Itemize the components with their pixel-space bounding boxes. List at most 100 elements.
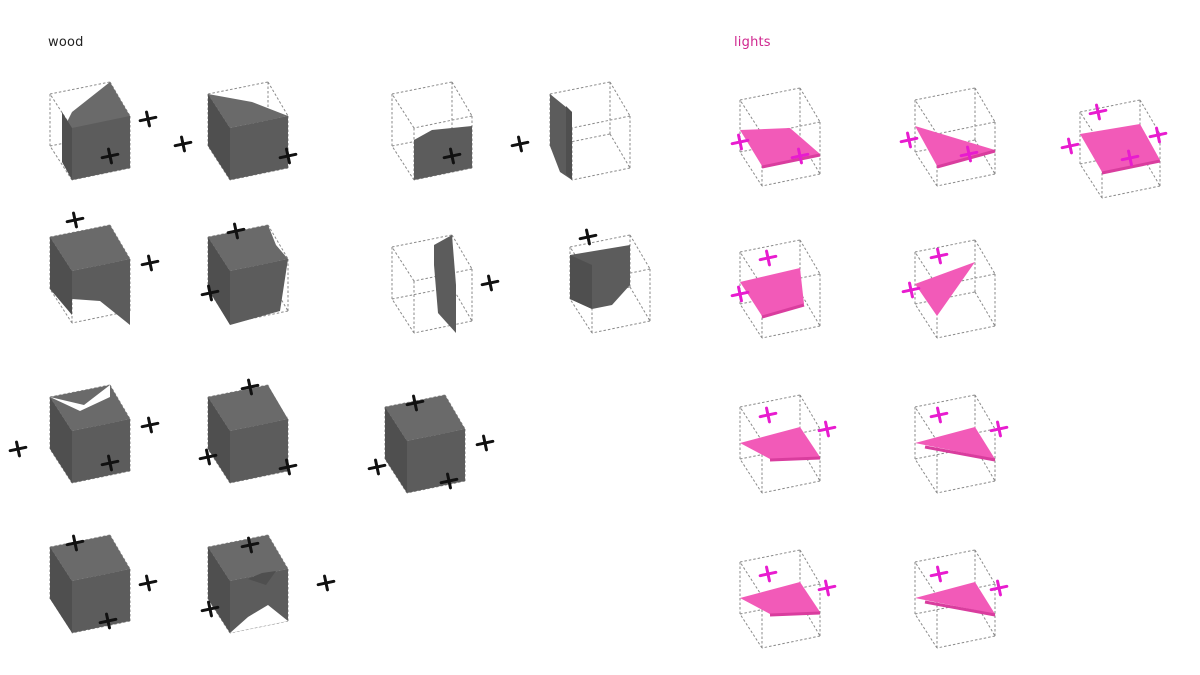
lights-cube-svg bbox=[739, 549, 837, 649]
plus-marker-icon bbox=[138, 110, 158, 128]
plus-marker-icon bbox=[367, 458, 387, 476]
wood-cube-diagram-w5 bbox=[30, 211, 170, 345]
plus-marker-icon bbox=[442, 147, 462, 165]
plus-marker-icon bbox=[730, 133, 750, 151]
plus-marker-icon bbox=[480, 274, 500, 292]
light-plane-shape bbox=[740, 268, 805, 319]
wood-cube-svg bbox=[173, 81, 298, 181]
wood-cube-svg bbox=[367, 394, 495, 494]
plus-marker-icon bbox=[226, 222, 246, 240]
wood-cube-svg bbox=[49, 534, 158, 634]
light-plane-shape bbox=[915, 427, 996, 462]
light-plane-shape bbox=[740, 427, 821, 462]
lights-cube-diagram-l6 bbox=[720, 385, 860, 515]
plus-marker-icon bbox=[929, 406, 949, 424]
wood-cube-diagram-w7 bbox=[372, 225, 512, 355]
plus-marker-icon bbox=[475, 434, 495, 452]
wood-solid-shape bbox=[550, 94, 572, 180]
plus-marker-icon bbox=[959, 145, 979, 163]
wood-cube-diagram-w1 bbox=[30, 72, 170, 202]
lights-cube-svg bbox=[730, 239, 821, 339]
lights-cube-svg bbox=[914, 549, 1009, 649]
wood-cube-diagram-w9 bbox=[8, 375, 170, 505]
plus-marker-icon bbox=[316, 574, 336, 592]
plus-marker-icon bbox=[439, 472, 459, 490]
wood-cube-diagram-w13 bbox=[188, 525, 336, 655]
lights-cube-diagram-l2 bbox=[895, 78, 1035, 208]
wood-cube-svg bbox=[569, 228, 651, 334]
plus-marker-icon bbox=[929, 565, 949, 583]
wireframe-cube-icon bbox=[914, 239, 996, 339]
lights-cube-svg bbox=[899, 87, 996, 187]
wood-solid-shape bbox=[208, 225, 288, 325]
wood-solid-shape bbox=[50, 385, 130, 483]
plus-marker-icon bbox=[100, 454, 120, 472]
light-plane-shape bbox=[915, 262, 975, 316]
wood-cube-diagram-w11 bbox=[365, 385, 505, 515]
plus-marker-icon bbox=[1120, 149, 1140, 167]
wood-cube-svg bbox=[49, 81, 158, 181]
plus-marker-icon bbox=[8, 440, 28, 458]
plus-marker-icon bbox=[405, 394, 425, 412]
wood-solid-shape bbox=[414, 126, 472, 180]
wood-cube-svg bbox=[49, 211, 160, 325]
lights-cube-svg bbox=[914, 394, 1009, 494]
light-plane-shape bbox=[915, 582, 996, 617]
wood-solid-shape bbox=[50, 535, 130, 633]
plus-marker-icon bbox=[578, 228, 598, 246]
wood-solid-shape bbox=[50, 225, 130, 325]
wood-cube-svg bbox=[200, 534, 336, 634]
plus-marker-icon bbox=[240, 378, 260, 396]
lights-cube-diagram-l9 bbox=[895, 540, 1035, 670]
light-plane-shape bbox=[915, 126, 996, 169]
plus-marker-icon bbox=[730, 285, 750, 303]
wood-cube-diagram-w10 bbox=[188, 375, 328, 505]
wood-cube-svg bbox=[510, 81, 631, 181]
lights-cube-diagram-l5 bbox=[895, 230, 1035, 360]
plus-marker-icon bbox=[278, 458, 298, 476]
plus-marker-icon bbox=[100, 147, 120, 165]
plus-marker-icon bbox=[1148, 126, 1168, 144]
wood-solid-shape bbox=[208, 94, 288, 180]
lights-cube-diagram-l4 bbox=[720, 230, 860, 360]
lights-cube-diagram-l7 bbox=[895, 385, 1035, 515]
plus-marker-icon bbox=[98, 612, 118, 630]
wood-cube-diagram-w2 bbox=[173, 72, 328, 202]
wood-section-title: wood bbox=[48, 35, 84, 50]
lights-cube-svg bbox=[1060, 99, 1168, 199]
plus-marker-icon bbox=[758, 565, 778, 583]
wood-solid-shape bbox=[434, 235, 456, 333]
wood-cube-diagram-w3 bbox=[372, 72, 512, 202]
plus-marker-icon bbox=[200, 600, 220, 618]
plus-marker-icon bbox=[989, 579, 1009, 597]
wood-solid-shape bbox=[208, 385, 288, 483]
wood-solid-shape bbox=[570, 245, 630, 309]
wood-solid-shape bbox=[208, 535, 288, 633]
plus-marker-icon bbox=[901, 281, 921, 299]
plus-marker-icon bbox=[758, 406, 778, 424]
plus-marker-icon bbox=[65, 211, 85, 229]
plus-marker-icon bbox=[198, 448, 218, 466]
plus-marker-icon bbox=[510, 135, 530, 153]
wood-cube-diagram-w6 bbox=[188, 215, 328, 345]
plus-marker-icon bbox=[929, 247, 949, 265]
plus-marker-icon bbox=[65, 534, 85, 552]
plus-marker-icon bbox=[817, 579, 837, 597]
wood-cube-diagram-w12 bbox=[30, 525, 170, 655]
plus-marker-icon bbox=[989, 420, 1009, 438]
lights-cube-svg bbox=[730, 87, 821, 187]
wireframe-cube-icon bbox=[391, 234, 473, 334]
plus-marker-icon bbox=[1060, 137, 1080, 155]
wood-cube-svg bbox=[391, 81, 473, 181]
plus-marker-icon bbox=[140, 254, 160, 272]
lights-cube-svg bbox=[901, 239, 996, 339]
wood-cube-diagram-w4 bbox=[510, 72, 670, 202]
plus-marker-icon bbox=[817, 420, 837, 438]
wood-cube-svg bbox=[391, 234, 500, 334]
plus-marker-icon bbox=[278, 147, 298, 165]
plus-marker-icon bbox=[173, 135, 193, 153]
wood-cube-svg bbox=[200, 222, 289, 325]
plus-marker-icon bbox=[758, 249, 778, 267]
lights-cube-diagram-l1 bbox=[720, 78, 860, 208]
light-plane-shape bbox=[740, 128, 821, 169]
